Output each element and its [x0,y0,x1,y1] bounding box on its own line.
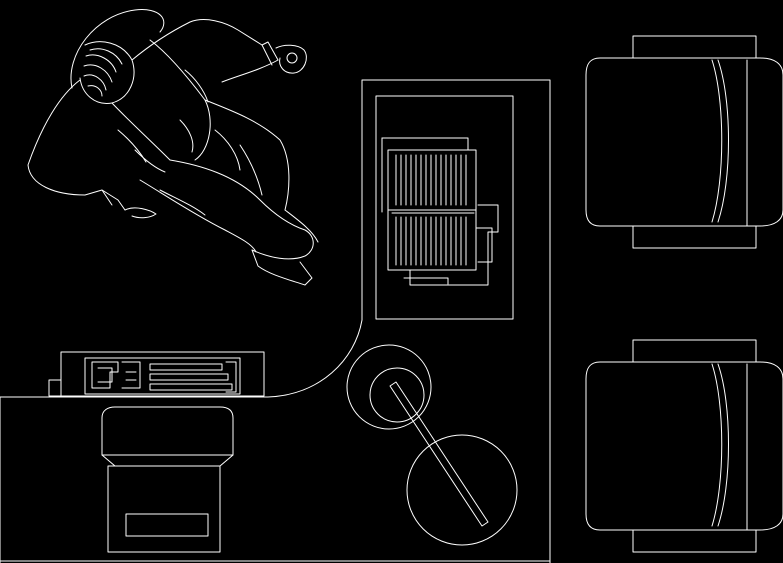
book-page-lines [395,154,467,266]
armchair [585,339,783,553]
desk-chair [101,406,234,553]
seated-person [27,9,319,286]
armchair [585,35,783,249]
desk-lamp [346,344,518,546]
desk [0,79,551,563]
side-table [375,95,514,320]
open-book [381,137,499,286]
computer-monitor [48,351,265,397]
